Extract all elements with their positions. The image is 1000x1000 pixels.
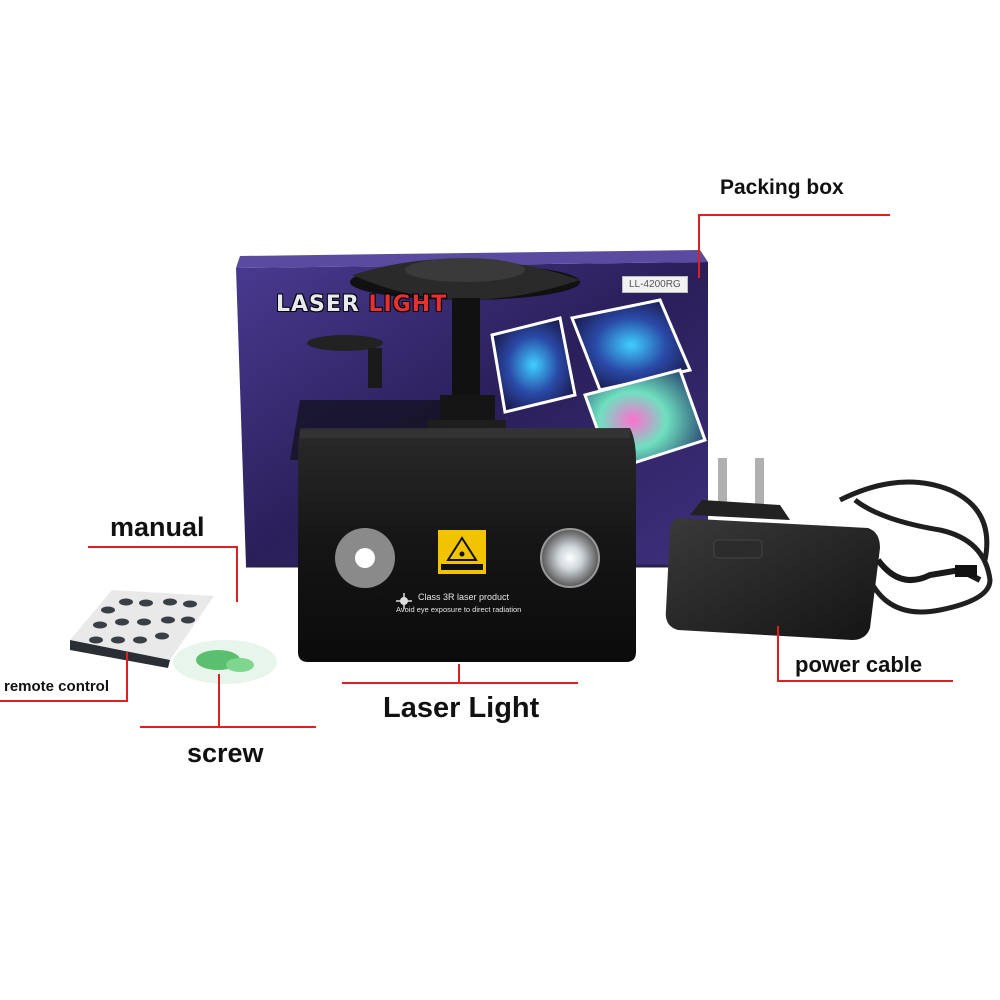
screw-callout-h [140, 726, 316, 728]
box-logo-accent: LIGHT [368, 292, 448, 317]
device-warning-text: Avoid eye exposure to direct radiation [396, 605, 522, 614]
power-cable-label: power cable [795, 652, 923, 677]
packing-box-callout-v [698, 214, 700, 278]
screw-bag [173, 640, 277, 684]
laser-callout-h [342, 682, 578, 684]
power-callout-v [777, 626, 779, 682]
laser-warning-icon [396, 593, 412, 609]
manual-label: manual [110, 512, 205, 542]
packing-box-callout-h [698, 214, 890, 216]
remote-callout-v [126, 652, 128, 702]
manual-callout-h [88, 546, 238, 548]
box-logo: LASER LIGHT [276, 292, 447, 317]
box-logo-main: LASER [276, 292, 369, 317]
device-class-text: Class 3R laser product [418, 592, 510, 602]
packing-box-label: Packing box [720, 176, 844, 199]
power-callout-h [777, 680, 953, 682]
laser-device [298, 258, 636, 662]
box-model-tag: LL-4200RG [622, 276, 688, 293]
remote-control-label: remote control [4, 678, 110, 695]
remote-control [70, 590, 214, 668]
manual-callout-v [236, 546, 238, 602]
screw-label: screw [187, 738, 264, 768]
screw-callout-v [218, 674, 220, 728]
power-adapter [665, 458, 993, 640]
remote-callout-h [0, 700, 128, 702]
laser-light-label: Laser Light [383, 692, 540, 724]
laser-callout-v [458, 664, 460, 684]
